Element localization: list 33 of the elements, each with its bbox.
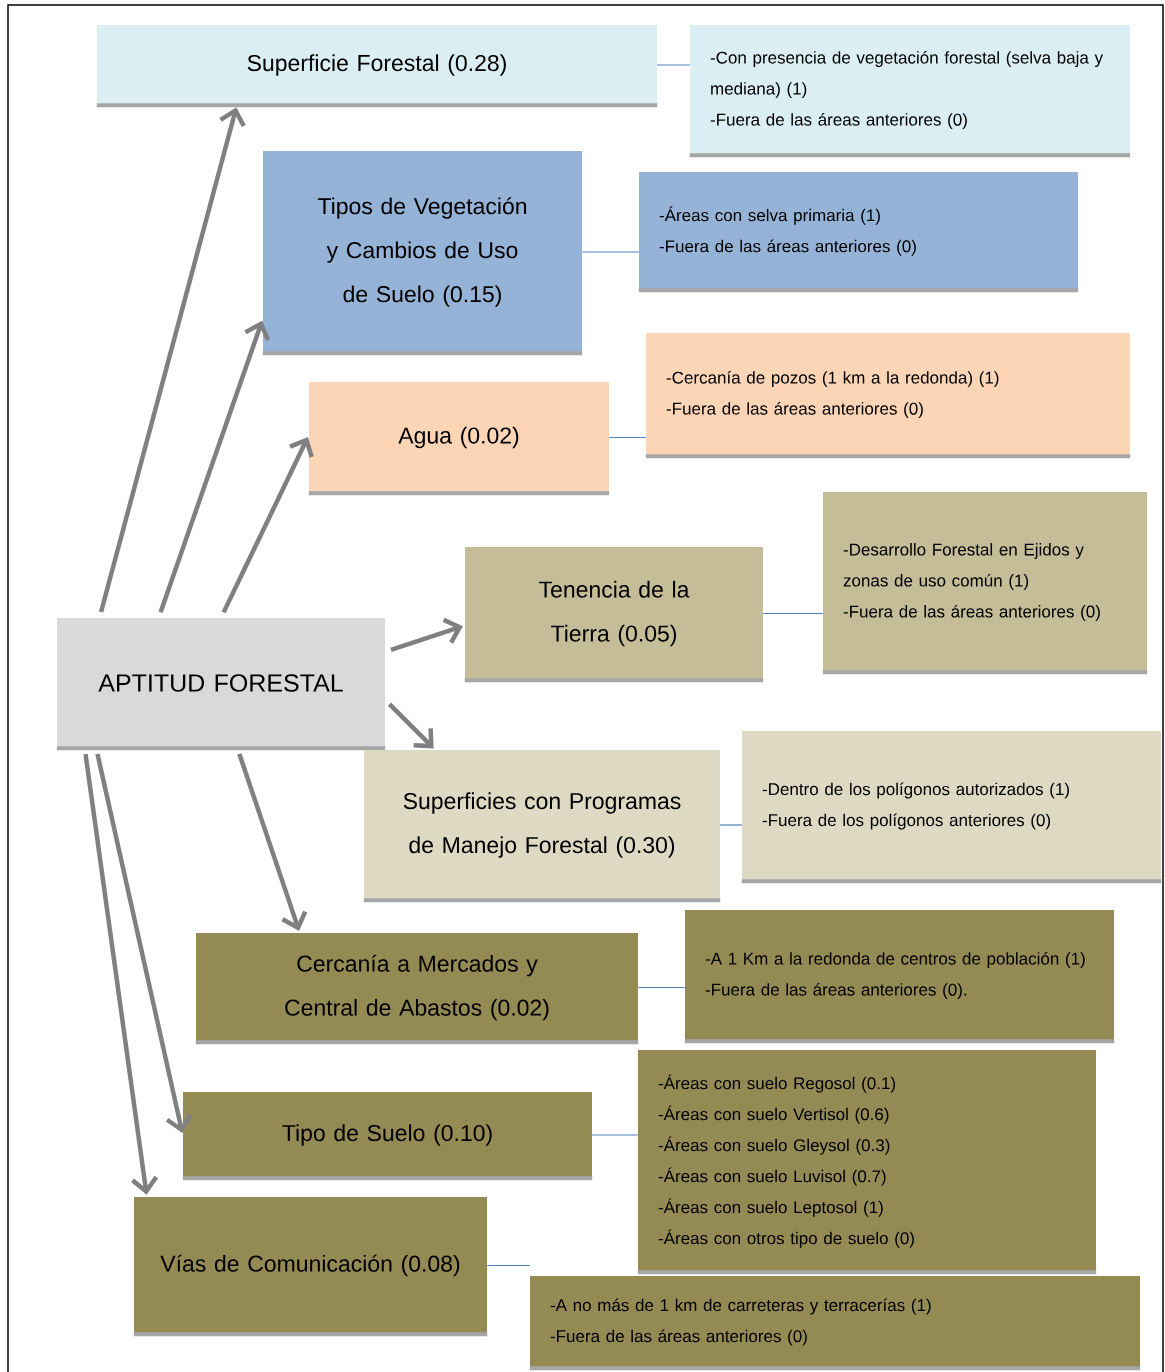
- factor-box: Agua (0.02): [308, 382, 610, 496]
- factor-box: Vías de Comunicación (0.08): [133, 1197, 488, 1337]
- connector-line: [591, 1134, 639, 1136]
- factor-box: Superficies con Programas de Manejo Forestal (0.30): [363, 750, 721, 903]
- arrow: [387, 702, 434, 749]
- criteria-box: -Áreas con suelo Regosol (0.1) -Áreas con suelo Vertisol (0.6) -Áreas con suelo Gleysol (0.3) -Áreas con suelo Luvisol (0.7) -Áreas con suelo Leptosol (1) -Áreas con otros tipo de suelo (0): [637, 1050, 1097, 1275]
- criteria-box: -Con presencia de vegetación forestal (selva baja y mediana) (1) -Fuera de las áreas anteriores (0): [689, 25, 1131, 158]
- arrow: [237, 753, 308, 931]
- factor-box: Superficie Forestal (0.28): [96, 25, 658, 108]
- factor-box: Tipo de Suelo (0.10): [182, 1092, 593, 1181]
- arrow: [98, 107, 246, 613]
- connector-line: [719, 824, 743, 826]
- arrow: [83, 753, 159, 1195]
- factor-box: Tipos de Vegetación y Cambios de Uso de Suelo (0.15): [262, 151, 583, 356]
- criteria-box: -Cercanía de pozos (1 km a la redonda) (1) -Fuera de las áreas anteriores (0): [645, 333, 1131, 459]
- connector-line: [762, 612, 824, 615]
- criteria-box: -Áreas con selva primaria (1) -Fuera de las áreas anteriores (0): [638, 172, 1079, 293]
- connector-line: [656, 64, 691, 66]
- criteria-box: -A no más de 1 km de carreteras y terracerías (1) -Fuera de las áreas anteriores (0): [529, 1276, 1141, 1371]
- arrow: [158, 320, 271, 613]
- arrow: [95, 753, 193, 1134]
- connector-line: [637, 986, 686, 989]
- criteria-box: -A 1 Km a la redonda de centros de población (1) -Fuera de las áreas anteriores (0).: [684, 910, 1115, 1044]
- factor-box: Tenencia de la Tierra (0.05): [464, 547, 764, 683]
- arrow: [221, 437, 314, 614]
- criteria-box: -Desarrollo Forestal en Ejidos y zonas de uso común (1) -Fuera de las áreas anteriores (0): [822, 492, 1148, 675]
- root-box: APTITUD FORESTAL: [56, 618, 386, 751]
- factor-box: Cercanía a Mercados y Central de Abastos (0.02): [195, 933, 639, 1045]
- criteria-box: -Dentro de los polígonos autorizados (1) -Fuera de los polígonos anteriores (0): [741, 731, 1162, 884]
- connector-line: [608, 436, 647, 439]
- connector-line: [581, 251, 640, 253]
- arrow: [390, 617, 463, 652]
- connector-line: [486, 1264, 531, 1267]
